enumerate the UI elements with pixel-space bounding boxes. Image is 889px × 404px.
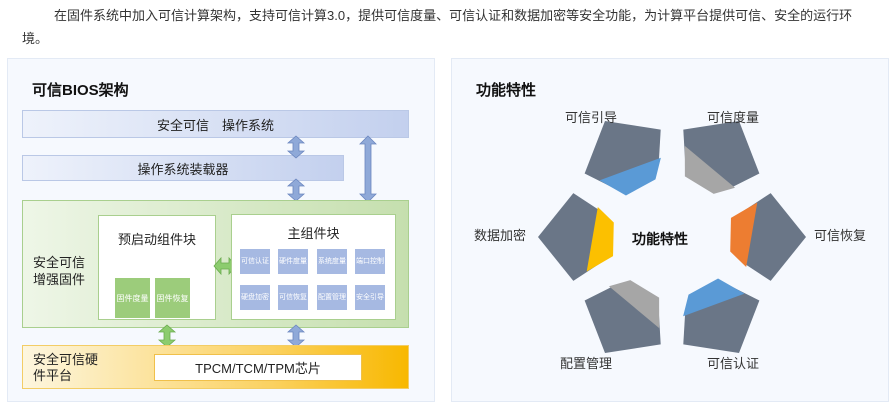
feature-label-trusted-measure: 可信度量 [707,110,760,125]
feature-arrow-trusted-auth [683,278,745,317]
architecture-panel: 可信BIOS架构 安全可信 操作系统 操作系统装载器 安全可信增强固件 预启动组… [7,58,435,402]
loader-layer: 操作系统装载器 [22,155,344,181]
main-tile: 端口控制 [355,249,385,274]
feature-wedge-trusted-recovery [743,193,806,281]
preboot-block: 预启动组件块 固件度量 固件恢复 [98,215,216,320]
architecture-title: 可信BIOS架构 [32,82,129,99]
preboot-tile: 固件恢复 [155,278,190,318]
intro-text: 在固件系统中加入可信计算架构，支持可信计算3.0，提供可信度量、可信认证和数据加… [22,8,853,46]
feature-arrow-trusted-measure [684,145,736,194]
feature-label-config-mgmt: 配置管理 [560,356,613,371]
feature-label-trusted-recovery: 可信恢复 [814,228,867,243]
firmware-layer: 安全可信增强固件 预启动组件块 固件度量 固件恢复 主组件块 可信认证 硬件度量… [22,200,409,328]
os-layer: 安全可信 操作系统 [22,110,409,138]
feature-arrow-trusted-recovery [730,202,758,267]
hardware-label: 安全可信硬件平台 [33,352,99,383]
main-block: 主组件块 可信认证 硬件度量 系统度量 端口控制 硬盘加密 可信恢复 配置管理 … [231,214,396,320]
main-tile: 可信认证 [240,249,270,274]
feature-arrow-config-mgmt [608,280,660,329]
preboot-title: 预启动组件块 [117,232,196,247]
features-panel: 功能特性 功能特性 可信引导 可信度量 可信恢复 可信认证 配置管理 数据加密 [451,58,889,402]
firmware-label: 安全可信增强固件 [33,255,86,287]
chip-box: TPCM/TCM/TPM芯片 [154,354,362,381]
main-tile: 可信恢复 [278,285,308,310]
feature-label-trusted-boot: 可信引导 [565,110,618,125]
feature-wedge-data-encrypt [538,193,601,281]
main-tile: 安全引导 [355,285,385,310]
os-loader-arrow [286,135,306,159]
main-tile: 硬盘加密 [240,285,270,310]
feature-arrow-trusted-boot [599,157,661,196]
feature-center-label: 功能特性 [632,231,688,247]
feature-arrow-data-encrypt [586,207,614,272]
os-firmware-arrow [359,135,377,203]
firmware-hardware-arrow-green [157,324,177,348]
firmware-hardware-arrow-blue [286,324,306,348]
feature-label-trusted-auth: 可信认证 [707,356,760,371]
main-tile: 系统度量 [317,249,347,274]
main-tile: 配置管理 [317,285,347,310]
main-title: 主组件块 [287,226,340,241]
feature-ring [538,120,806,354]
hardware-layer: 安全可信硬件平台 TPCM/TCM/TPM芯片 [22,345,409,389]
features-title: 功能特性 [476,82,537,99]
feature-label-data-encrypt: 数据加密 [474,228,527,243]
loader-firmware-arrow [286,178,306,202]
main-tile: 硬件度量 [278,249,308,274]
preboot-tile: 固件度量 [115,278,150,318]
